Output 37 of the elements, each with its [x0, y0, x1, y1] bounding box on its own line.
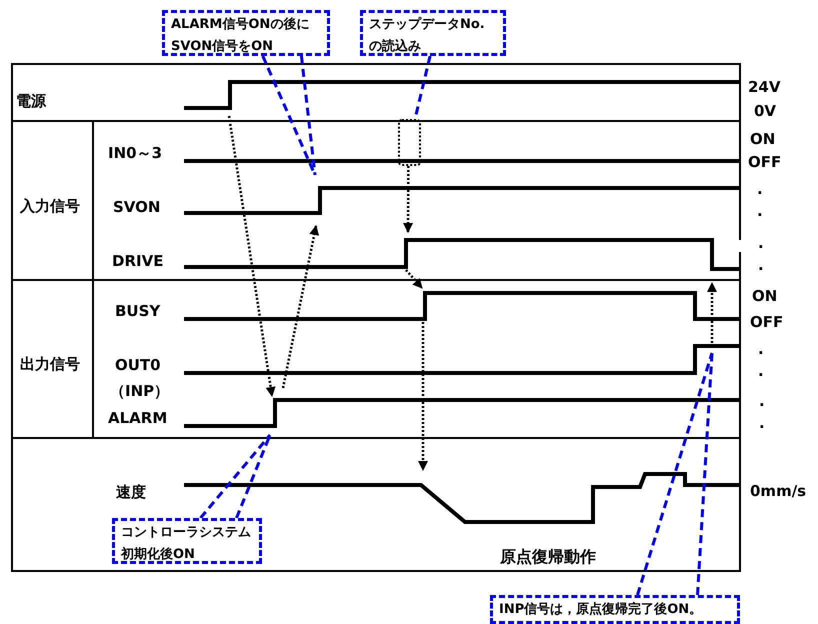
- ditto-mark: .: [758, 362, 764, 380]
- dotted-arrow: [403, 166, 414, 233]
- callout-box: ステップデータNo.の読込み: [360, 10, 506, 56]
- selection-box: [398, 119, 421, 166]
- signal-label: ALARM: [108, 409, 168, 427]
- row-header: 電源: [16, 92, 46, 110]
- ditto-mark: .: [757, 202, 763, 220]
- ditto-mark: .: [758, 340, 764, 358]
- level-label: ON: [752, 287, 778, 305]
- level-label: 0mm/s: [750, 482, 806, 500]
- callout-box: コントローラシステム初期化後ON: [112, 518, 262, 564]
- operation-label: 原点復帰動作: [500, 548, 596, 566]
- leader-line: [300, 56, 316, 176]
- signal-label: IN0～3: [108, 144, 162, 162]
- level-label: OFF: [750, 313, 784, 331]
- signal-label: （INP）: [110, 382, 170, 400]
- ditto-mark: .: [759, 414, 765, 432]
- signal-label: SVON: [113, 198, 160, 216]
- callout-box: ALARM信号ONの後にSVON信号をON: [162, 10, 330, 56]
- leader-line: [636, 352, 714, 596]
- level-label: 0V: [754, 102, 776, 120]
- signal-label: 速度: [116, 483, 146, 501]
- callout-box: INP信号は，原点復帰完了後ON。: [490, 595, 740, 624]
- ditto-mark: .: [759, 392, 765, 410]
- level-label: ON: [750, 130, 776, 148]
- row-header: 入力信号: [20, 197, 80, 215]
- leader-line: [696, 352, 714, 596]
- row-header: 出力信号: [20, 355, 80, 373]
- signal-label: OUT0: [115, 356, 161, 374]
- ditto-mark: .: [758, 256, 764, 274]
- leader-line: [199, 434, 272, 519]
- signal-label: DRIVE: [112, 252, 164, 270]
- level-label: OFF: [748, 153, 782, 171]
- level-label: 24V: [748, 78, 780, 96]
- ditto-mark: .: [757, 180, 763, 198]
- signal-label: BUSY: [115, 302, 160, 320]
- ditto-mark: .: [758, 234, 764, 252]
